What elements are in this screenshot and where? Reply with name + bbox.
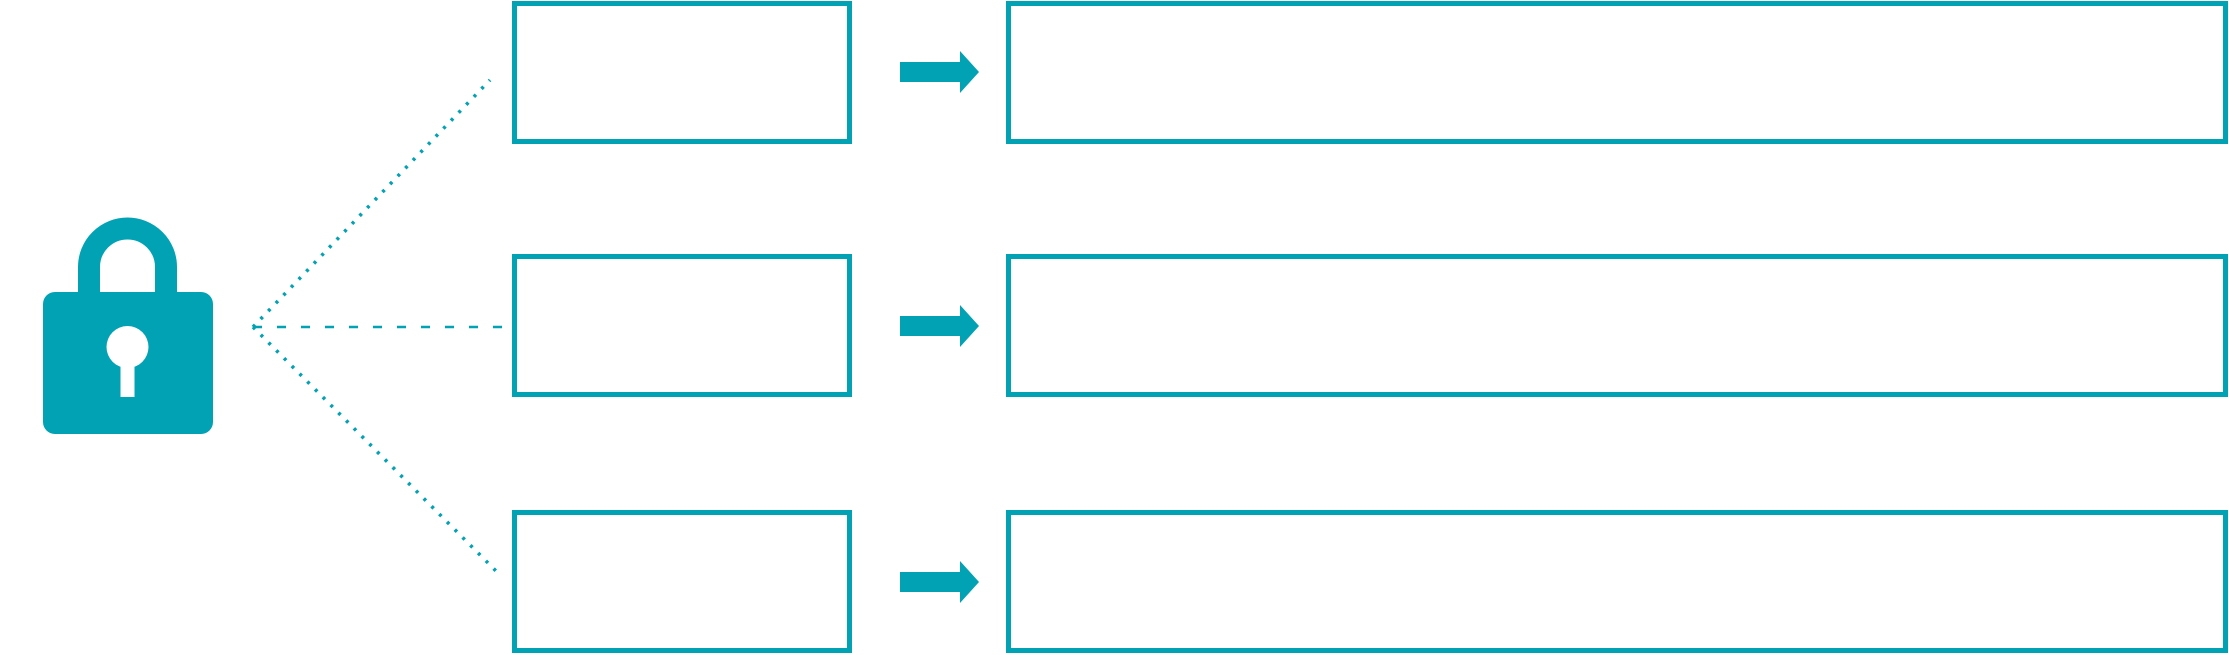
row-2-box: [512, 254, 852, 397]
row-3-panel: [1006, 510, 2228, 653]
padlock-keyhole: [106, 326, 149, 368]
row-2-panel: [1006, 254, 2228, 397]
arrow-right-icon: [900, 561, 979, 603]
padlock-keyhole-stem: [120, 350, 135, 397]
padlock-icon: [43, 217, 213, 434]
connector-line-top: [251, 78, 492, 329]
connector-line-bottom: [251, 325, 501, 576]
arrow-right-icon: [900, 305, 979, 347]
arrow-right-icon: [900, 51, 979, 93]
padlock-shackle: [78, 217, 177, 297]
row-1-box: [512, 1, 852, 144]
row-1-panel: [1006, 1, 2228, 144]
row-3-box: [512, 510, 852, 653]
